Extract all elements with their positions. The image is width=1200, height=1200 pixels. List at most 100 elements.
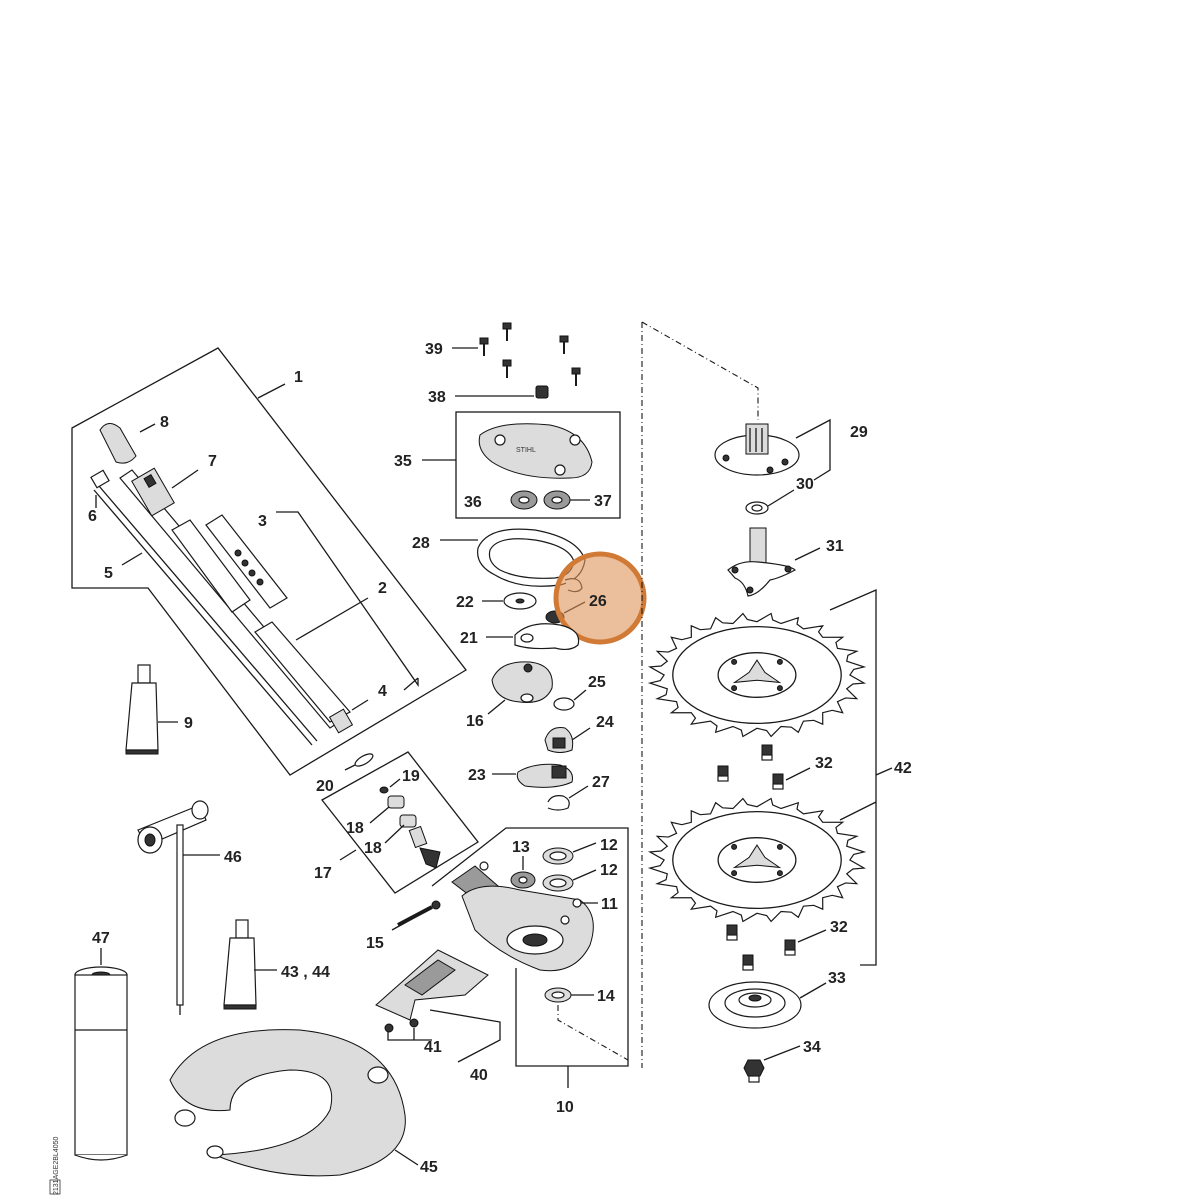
part-47-can bbox=[74, 948, 128, 1161]
callout-10: 10 bbox=[556, 1099, 574, 1116]
svg-text:STIHL: STIHL bbox=[516, 447, 536, 454]
part-40-deflector bbox=[375, 949, 501, 1063]
callout-19: 19 bbox=[402, 768, 420, 785]
blade-bolt-hole bbox=[731, 870, 738, 877]
group-42-bracket bbox=[829, 589, 893, 966]
part-21-link bbox=[486, 623, 580, 651]
group-17-outline bbox=[321, 751, 479, 894]
part-43-44-grease-tube bbox=[223, 919, 277, 1010]
callout-11: 11 bbox=[601, 896, 618, 913]
callout-15: 15 bbox=[366, 935, 384, 952]
blade-inner-ring bbox=[672, 625, 842, 725]
part-37-bearing bbox=[543, 490, 590, 510]
callout-32a: 32 bbox=[815, 755, 833, 772]
callout-3: 3 bbox=[258, 513, 267, 530]
blade-bolt-hole bbox=[731, 843, 738, 850]
part-8-cap bbox=[99, 423, 137, 464]
group-35-outline bbox=[422, 411, 621, 519]
blade-hub-ring bbox=[717, 652, 797, 698]
part-45-guard bbox=[169, 1029, 419, 1177]
part-18-bushings bbox=[369, 795, 417, 844]
callout-1: 1 bbox=[294, 369, 303, 386]
part-3-label-strip bbox=[205, 514, 288, 609]
callout-26: 26 bbox=[589, 593, 607, 610]
callout-13: 13 bbox=[512, 839, 530, 856]
callout-24: 24 bbox=[596, 714, 614, 731]
callout-9: 9 bbox=[184, 715, 193, 732]
part-32-nuts-upper bbox=[717, 744, 811, 790]
drive-shaft-rod bbox=[93, 485, 318, 746]
callout-45: 45 bbox=[420, 1159, 438, 1176]
callout-42: 42 bbox=[894, 760, 912, 777]
callout-7: 7 bbox=[208, 453, 217, 470]
callout-20: 20 bbox=[316, 778, 334, 795]
part-27-snap-ring bbox=[547, 785, 589, 811]
part-14-seal bbox=[544, 987, 629, 1061]
blade-bolt-hole bbox=[776, 685, 783, 692]
callout-29: 29 bbox=[850, 424, 868, 441]
part-6-bushing bbox=[90, 469, 110, 489]
part-42-lower-blade bbox=[647, 797, 867, 923]
part-15-screw bbox=[391, 900, 441, 931]
highlight-circle-26[interactable] bbox=[553, 551, 647, 645]
callout-34: 34 bbox=[803, 1039, 821, 1056]
callout-17: 17 bbox=[314, 865, 332, 882]
part-22-washer bbox=[482, 592, 537, 610]
callout-23: 23 bbox=[468, 767, 486, 784]
part-36-bearing bbox=[510, 490, 538, 510]
callout-33: 33 bbox=[828, 970, 846, 987]
callout-43-44: 43 , 44 bbox=[281, 964, 330, 981]
part-42-upper-blade bbox=[647, 612, 867, 738]
drive-tube bbox=[119, 469, 351, 729]
part-39-screws bbox=[452, 322, 581, 386]
callout-14: 14 bbox=[597, 988, 615, 1005]
callout-28: 28 bbox=[412, 535, 430, 552]
callout-12a: 12 bbox=[600, 837, 618, 854]
part-34-nut bbox=[743, 1045, 801, 1083]
callout-21: 21 bbox=[460, 630, 478, 647]
part-25-ring bbox=[553, 689, 587, 711]
part-12-seals bbox=[542, 842, 597, 892]
axis-lines bbox=[641, 321, 759, 1068]
callout-40: 40 bbox=[470, 1067, 488, 1084]
part-28-gasket bbox=[440, 528, 586, 593]
callout-36: 36 bbox=[464, 494, 482, 511]
callout-46: 46 bbox=[224, 849, 242, 866]
callout-6: 6 bbox=[88, 508, 97, 525]
part-32-nuts-lower bbox=[726, 924, 827, 971]
blade-bolt-hole bbox=[776, 658, 783, 665]
part-11-nipple bbox=[572, 898, 598, 908]
blade-hub-ring bbox=[717, 837, 797, 883]
blade-center-cutout bbox=[732, 659, 782, 684]
part-13-bearing bbox=[510, 856, 536, 889]
callout-41: 41 bbox=[424, 1039, 442, 1056]
part-9-grease-tube bbox=[125, 664, 178, 755]
callout-39: 39 bbox=[425, 341, 443, 358]
blade-bolt-hole bbox=[776, 843, 783, 850]
callout-38: 38 bbox=[428, 389, 446, 406]
part-46-wrench bbox=[137, 800, 220, 1015]
callout-2: 2 bbox=[378, 580, 387, 597]
callout-5: 5 bbox=[104, 565, 113, 582]
callout-30: 30 bbox=[796, 476, 814, 493]
group-1-outline bbox=[71, 347, 467, 776]
group-10-outline bbox=[431, 827, 629, 1088]
callout-25: 25 bbox=[588, 674, 606, 691]
callout-47: 47 bbox=[92, 930, 110, 947]
callout-4: 4 bbox=[378, 683, 387, 700]
callout-12b: 12 bbox=[600, 862, 618, 879]
blade-inner-ring bbox=[672, 810, 842, 910]
callout-18b: 18 bbox=[364, 840, 382, 857]
part-16-crank bbox=[487, 661, 553, 715]
callout-31: 31 bbox=[826, 538, 844, 555]
part-23-lever bbox=[492, 763, 573, 788]
part-33-thrust-plate bbox=[708, 981, 827, 1029]
blade-bolt-hole bbox=[731, 658, 738, 665]
blade-bolt-hole bbox=[776, 870, 783, 877]
callout-22: 22 bbox=[456, 594, 474, 611]
drawing-code: 2131AGE2BL4050 bbox=[53, 1137, 60, 1195]
part-7-sleeve bbox=[131, 467, 175, 517]
part-35-cover: STIHL bbox=[478, 423, 593, 479]
